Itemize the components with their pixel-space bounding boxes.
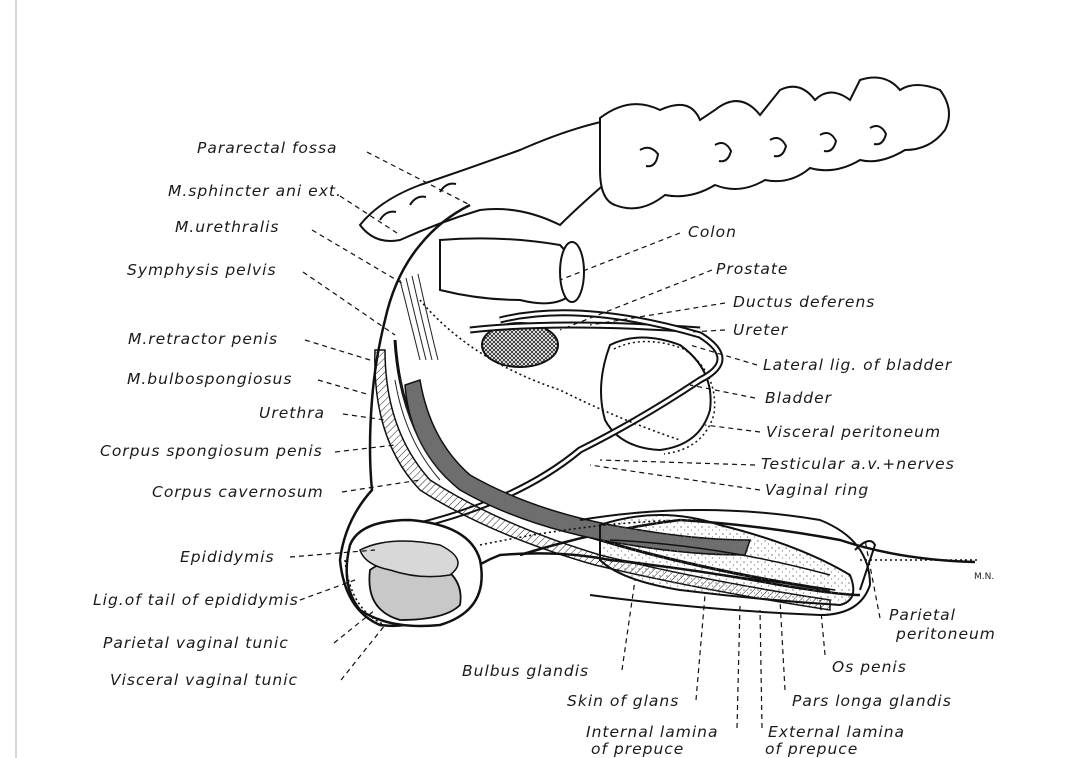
- label-ductus-deferens: Ductus deferens: [733, 293, 875, 311]
- label-colon: Colon: [688, 223, 737, 241]
- label-bulbus-glandis: Bulbus glandis: [462, 662, 589, 680]
- label-pararectal-fossa: Pararectal fossa: [197, 139, 338, 157]
- label-skin-of-glans: Skin of glans: [567, 692, 679, 710]
- label-lateral-lig-bladder: Lateral lig. of bladder: [763, 356, 952, 374]
- label-external-lamina-line1: External lamina: [768, 723, 905, 741]
- label-prostate: Prostate: [716, 260, 788, 278]
- label-parietal-vaginal-tunic: Parietal vaginal tunic: [103, 634, 289, 652]
- label-epididymis: Epididymis: [180, 548, 275, 566]
- label-parietal-peritoneum-line2: peritoneum: [896, 625, 996, 643]
- label-visceral-vaginal-tunic: Visceral vaginal tunic: [110, 671, 298, 689]
- label-external-lamina-line2: of prepuce: [765, 740, 858, 758]
- label-parietal-peritoneum-line1: Parietal: [889, 606, 956, 624]
- label-ureter: Ureter: [733, 321, 788, 339]
- label-corpus-spongiosum-penis: Corpus spongiosum penis: [100, 442, 323, 460]
- label-os-penis: Os penis: [832, 658, 907, 676]
- colon-shape: [440, 238, 576, 303]
- label-m-urethralis: M.urethralis: [175, 218, 280, 236]
- label-lig-tail-epididymis: Lig.of tail of epididymis: [93, 591, 299, 609]
- glans: [600, 515, 853, 605]
- label-testicular-avn: Testicular a.v.+nerves: [761, 455, 955, 473]
- label-corpus-cavernosum: Corpus cavernosum: [152, 483, 324, 501]
- label-visceral-peritoneum: Visceral peritoneum: [766, 423, 941, 441]
- label-pars-longa-glandis: Pars longa glandis: [792, 692, 952, 710]
- colon-lumen: [560, 242, 584, 302]
- label-internal-lamina-line1: Internal lamina: [586, 723, 718, 741]
- label-urethra: Urethra: [259, 404, 325, 422]
- label-vaginal-ring: Vaginal ring: [765, 481, 869, 499]
- label-m-retractor-penis: M.retractor penis: [128, 330, 278, 348]
- label-internal-lamina-line2: of prepuce: [591, 740, 684, 758]
- label-bladder: Bladder: [765, 389, 832, 407]
- label-sphincter-ani-ext: M.sphincter ani ext.: [168, 182, 342, 200]
- vertebral-column: [360, 78, 949, 241]
- artist-signature: M.N.: [974, 572, 994, 582]
- label-symphysis-pelvis: Symphysis pelvis: [127, 261, 277, 279]
- label-m-bulbospongiosus: M.bulbospongiosus: [127, 370, 292, 388]
